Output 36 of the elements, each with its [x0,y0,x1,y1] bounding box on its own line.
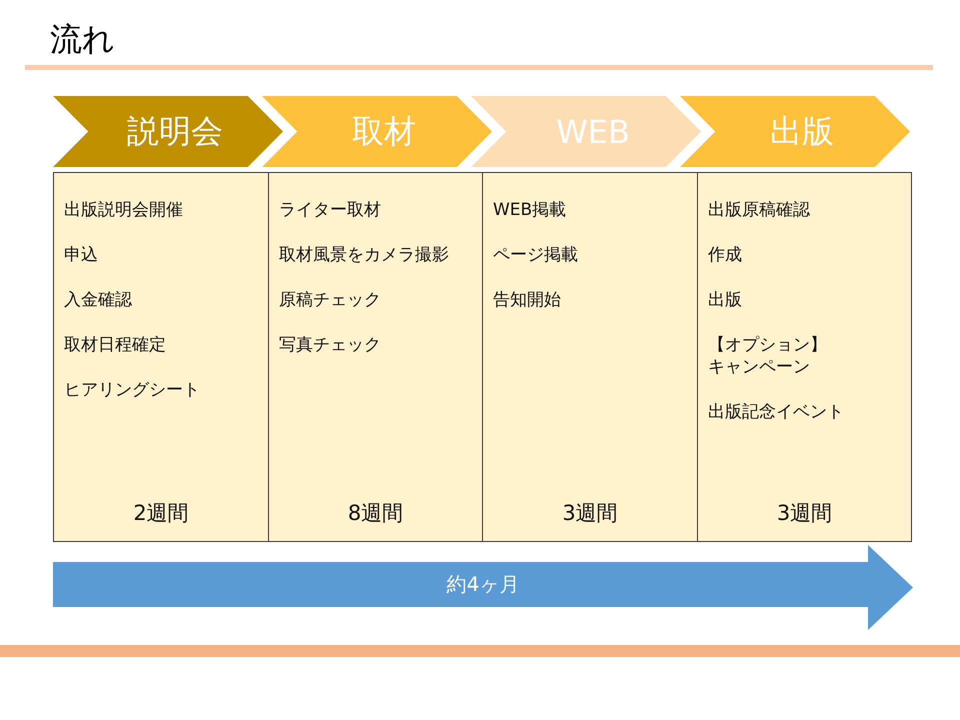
step-label: WEB [555,112,630,150]
task-column [482,172,698,542]
task-item: 原稿チェック [279,289,382,311]
timeline-label: 約4ヶ月 [446,571,520,598]
chevron-step [53,96,283,167]
task-item: 取材日程確定 [64,334,167,356]
task-item: 写真チェック [279,334,382,356]
step-label: 説明会 [126,110,223,152]
step-label: 取材 [351,110,416,152]
task-item: 出版原稿確認 [708,199,811,221]
task-item: 入金確認 [64,289,133,311]
chevron-step [262,96,492,167]
task-item: 出版 [708,289,743,311]
step-label: 出版 [769,110,834,152]
duration-label: 3週間 [561,500,619,527]
task-item: ヒアリングシート [64,379,201,401]
duration-label: 3週間 [776,500,834,527]
chevron-step [680,96,910,167]
task-item: 申込 [64,244,99,266]
task-item: 作成 [708,244,743,266]
task-item: ページ掲載 [493,244,579,266]
chevron-step [471,96,701,167]
task-item: 出版説明会開催 [64,199,184,221]
task-item: 取材風景をカメラ撮影 [279,244,450,266]
slide-title: 流れ [50,19,115,60]
task-column [697,172,912,542]
task-item: WEB掲載 [493,199,568,221]
task-item: ライター取材 [279,199,382,221]
task-item: 出版記念イベント [708,401,845,423]
task-column [268,172,483,542]
duration-label: 2週間 [132,500,190,527]
timeline-arrow [53,545,913,630]
duration-label: 8週間 [346,500,404,527]
task-column [53,172,269,542]
task-item: 告知開始 [493,289,562,311]
task-item: 【オプション】キャンペーン [708,334,828,378]
